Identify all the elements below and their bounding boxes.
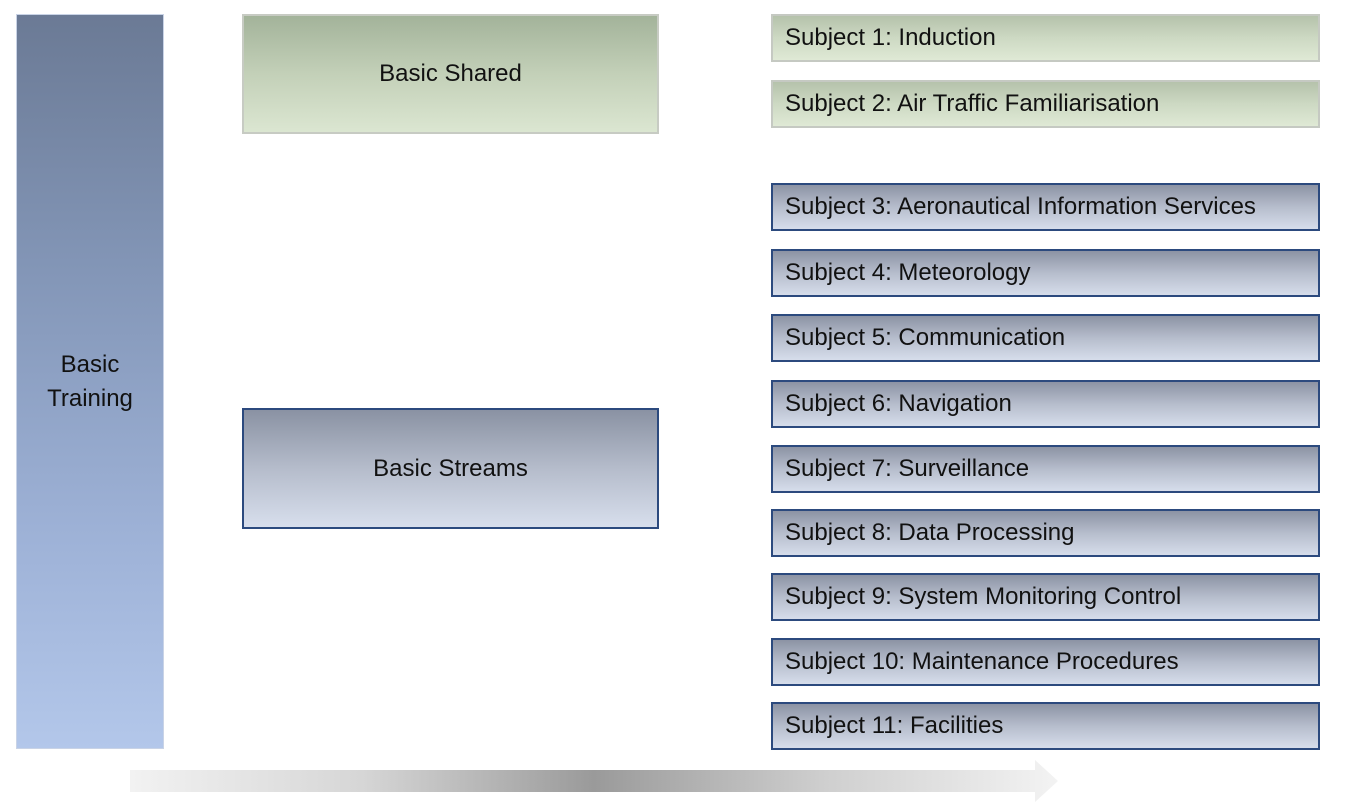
subject-8-box: Subject 8: Data Processing — [771, 509, 1320, 557]
basic-training-label: Basic Training — [47, 350, 133, 412]
basic-streams-label: Basic Streams — [373, 454, 528, 482]
subject-label: Subject 3: Aeronautical Information Serv… — [785, 193, 1256, 220]
basic-shared-label: Basic Shared — [379, 60, 522, 87]
subject-label: Subject 1: Induction — [785, 24, 996, 51]
subject-9-box: Subject 9: System Monitoring Control — [771, 573, 1320, 621]
basic-shared-box: Basic Shared — [242, 14, 659, 134]
subject-3-box: Subject 3: Aeronautical Information Serv… — [771, 183, 1320, 231]
subject-2-box: Subject 2: Air Traffic Familiarisation — [771, 80, 1320, 128]
subject-label: Subject 6: Navigation — [785, 390, 1012, 417]
subject-label: Subject 9: System Monitoring Control — [785, 583, 1182, 610]
subject-7-box: Subject 7: Surveillance — [771, 445, 1320, 493]
subject-label: Subject 5: Communication — [785, 324, 1066, 351]
subject-4-box: Subject 4: Meteorology — [771, 249, 1320, 297]
subject-label: Subject 11: Facilities — [785, 712, 1004, 739]
subject-label: Subject 10: Maintenance Procedures — [785, 648, 1179, 675]
subject-11-box: Subject 11: Facilities — [771, 702, 1320, 750]
basic-streams-box: Basic Streams — [242, 408, 659, 529]
subject-10-box: Subject 10: Maintenance Procedures — [771, 638, 1320, 686]
subject-6-box: Subject 6: Navigation — [771, 380, 1320, 428]
basic-training-bar: Basic Training — [16, 14, 164, 749]
subject-label: Subject 4: Meteorology — [785, 259, 1031, 286]
subject-1-box: Subject 1: Induction — [771, 14, 1320, 62]
right-arrow-icon — [130, 760, 1058, 802]
subject-label: Subject 8: Data Processing — [785, 519, 1075, 546]
subject-label: Subject 2: Air Traffic Familiarisation — [785, 90, 1160, 117]
subject-5-box: Subject 5: Communication — [771, 314, 1320, 362]
subject-label: Subject 7: Surveillance — [785, 455, 1030, 482]
